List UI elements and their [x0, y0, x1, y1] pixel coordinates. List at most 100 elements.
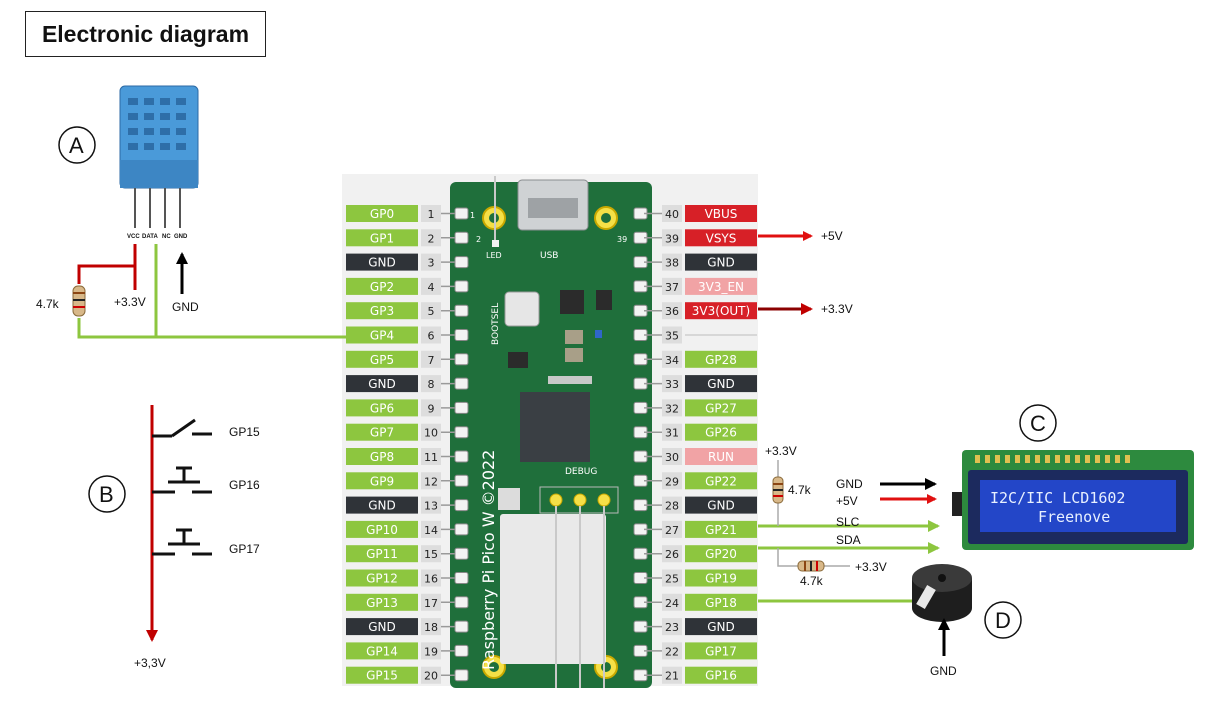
- pin-number: 39: [665, 232, 679, 245]
- pin-number-box: [662, 205, 682, 222]
- pin-label: VSYS: [706, 231, 737, 245]
- pin-number: 40: [665, 208, 679, 221]
- pin-number: 6: [428, 330, 435, 343]
- pin-number: 38: [665, 257, 679, 270]
- pin-number-box: [662, 350, 682, 368]
- pin-label-box: [346, 302, 418, 320]
- pin-number: 4: [428, 281, 435, 294]
- pin-label-box: [346, 666, 418, 684]
- pin-number: 24: [665, 597, 679, 610]
- pin-label-box: [685, 399, 757, 417]
- bootsel-button: [504, 291, 540, 327]
- pin-number-box: [421, 496, 441, 514]
- pin-label-box: [346, 350, 418, 368]
- pin-label-box: [685, 277, 757, 295]
- pin-label-box: [346, 520, 418, 538]
- sensor-pin-nc: NC: [162, 234, 171, 240]
- pin-number: 7: [428, 354, 435, 367]
- pin-pad: [454, 450, 469, 463]
- pin-pad: [454, 353, 469, 366]
- pin-label-box: [346, 593, 418, 611]
- vsys-label: +5V: [821, 229, 843, 243]
- label-d: D: [995, 608, 1011, 633]
- pin-number: 37: [665, 281, 679, 294]
- pin-number-box: [421, 375, 441, 393]
- pin-pad: [454, 474, 469, 487]
- pin-label-box: [346, 472, 418, 490]
- pin-number: 30: [665, 451, 679, 464]
- pin-label: GP18: [705, 596, 737, 610]
- pullup-bot-value: 4.7k: [800, 574, 824, 588]
- pin-label: RUN: [708, 450, 734, 464]
- pin-pad: [454, 377, 469, 390]
- pin-number: 8: [428, 378, 435, 391]
- pin-number: 21: [665, 670, 679, 683]
- pin-pad: [454, 280, 469, 293]
- pin-label-box: [346, 545, 418, 563]
- pin-number-box: [421, 350, 441, 368]
- wifi-module: [500, 514, 606, 664]
- lcd1602-module: [952, 450, 1194, 550]
- pin-number-box: [662, 229, 682, 247]
- pin-label: GND: [707, 499, 735, 513]
- pin-pad: [454, 304, 469, 317]
- pin-label: GND: [368, 256, 396, 270]
- button-supply-label: +3,3V: [134, 656, 166, 670]
- pin39-mark: 39: [617, 235, 627, 244]
- pin-label-box: [685, 642, 757, 660]
- pin-number-box: [662, 569, 682, 587]
- pin-label: 3V3(OUT): [692, 304, 750, 318]
- gp4-wire: [77, 318, 346, 339]
- pin-number-box: [421, 593, 441, 611]
- pin-row-right: 35: [633, 326, 757, 344]
- pin-label: GND: [368, 620, 396, 634]
- pin-number: 36: [665, 305, 679, 318]
- pin-label: GP11: [366, 547, 398, 561]
- pin-pad: [454, 329, 469, 341]
- pin-number: 29: [665, 475, 679, 488]
- pin-label-box: [346, 205, 418, 222]
- pullup-bot-lead: [777, 548, 850, 567]
- pin-pad: [454, 572, 469, 584]
- pin-row-left: GND 18: [346, 618, 469, 636]
- pin-pad: [454, 523, 469, 536]
- pin-label: GP14: [366, 644, 398, 658]
- pin-number: 18: [424, 621, 438, 634]
- pin-number-box: [662, 593, 682, 611]
- pin-label-box: [346, 642, 418, 660]
- pullup-top-value: 4.7k: [788, 483, 812, 497]
- pin-number-box: [421, 642, 441, 660]
- pin-label-box: [685, 302, 757, 320]
- pin-label-box: [346, 496, 418, 514]
- pin-label-box: [685, 423, 757, 441]
- pin-number-box: [421, 618, 441, 636]
- pin-number-box: [421, 229, 441, 247]
- pin-pad: [454, 207, 469, 220]
- pin-number: 26: [665, 548, 679, 561]
- pin-number-box: [662, 277, 682, 295]
- sensor-resistor: [72, 285, 86, 317]
- pin-number-box: [662, 253, 682, 271]
- pin-label-box: [685, 593, 757, 611]
- pin-label: GP20: [705, 547, 737, 561]
- pin-number: 1: [428, 208, 435, 221]
- pin-label-box: [685, 229, 757, 247]
